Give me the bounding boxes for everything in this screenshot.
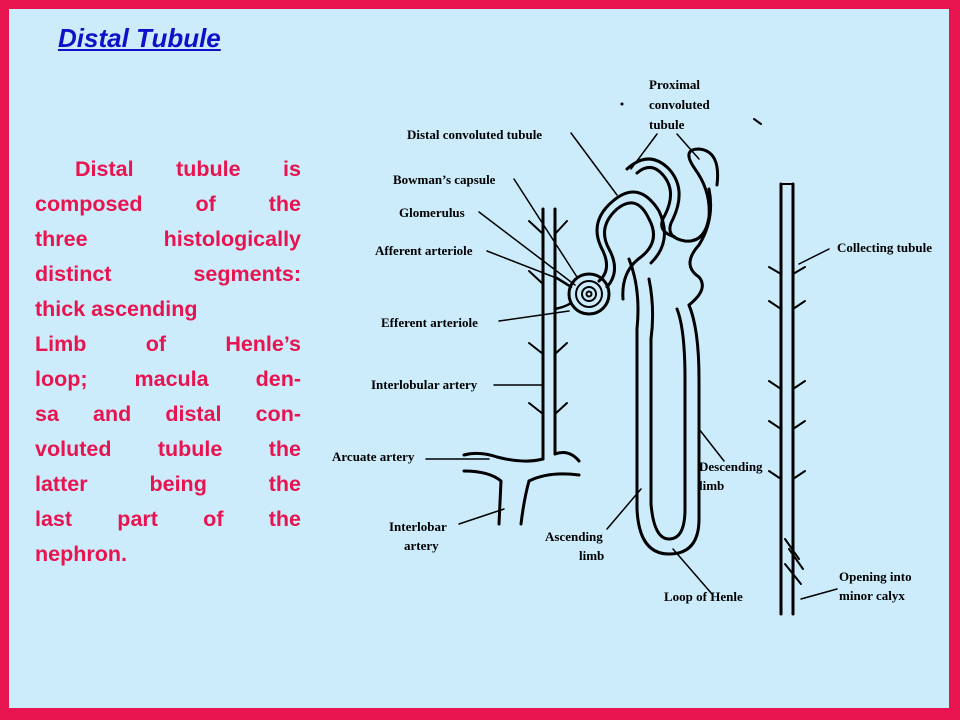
- label-descending-line2: limb: [699, 478, 724, 493]
- body-text: Distal tubule is composed of the three h…: [35, 152, 301, 572]
- body-line: three histologically: [35, 227, 301, 251]
- convoluted-tubules-shape: [595, 147, 720, 307]
- body-line: sa and distal con-: [35, 402, 301, 426]
- body-line: loop; macula den-: [35, 367, 301, 391]
- label-distal-convoluted-tubule: Distal convoluted tubule: [407, 127, 542, 142]
- label-opening-line1: Opening into: [839, 569, 912, 584]
- label-opening-line2: minor calyx: [839, 588, 905, 603]
- label-proximal-line3: tubule: [649, 117, 685, 132]
- label-afferent-arteriole: Afferent arteriole: [375, 243, 473, 258]
- label-collecting-tubule: Collecting tubule: [837, 240, 932, 255]
- label-descending-line1: Descending: [699, 459, 763, 474]
- collecting-tubule-shape: [768, 182, 806, 616]
- slide: Distal Tubule Distal tubule is composed …: [9, 9, 949, 708]
- label-arcuate-artery: Arcuate artery: [332, 449, 415, 464]
- artery-tree-shape: [462, 207, 581, 526]
- body-line: latter being the: [35, 472, 301, 496]
- body-line: voluted tubule the: [35, 437, 301, 461]
- label-interlobular-artery: Interlobular artery: [371, 377, 478, 392]
- label-glomerulus: Glomerulus: [399, 205, 465, 220]
- nephron-diagram: Proximal convoluted tubule Distal convol…: [332, 77, 932, 616]
- label-proximal-line2: convoluted: [649, 97, 710, 112]
- label-efferent-arteriole: Efferent arteriole: [381, 315, 478, 330]
- body-line: thick ascending: [35, 297, 198, 321]
- diagram-labels: Proximal convoluted tubule Distal convol…: [332, 77, 932, 604]
- body-line: composed of the: [35, 192, 301, 216]
- slide-title: Distal Tubule: [58, 23, 221, 53]
- label-ascending-line1: Ascending: [545, 529, 603, 544]
- body-line: distinct segments:: [35, 262, 301, 286]
- label-loop-of-henle: Loop of Henle: [664, 589, 743, 604]
- leader-lines: [425, 132, 838, 600]
- label-bowmans-capsule: Bowman’s capsule: [393, 172, 496, 187]
- label-interlobar-line2: artery: [404, 538, 439, 553]
- body-line: Limb of Henle’s: [35, 332, 301, 356]
- label-proximal-line1: Proximal: [649, 77, 700, 92]
- body-line: nephron.: [35, 542, 127, 566]
- body-line: last part of the: [35, 507, 301, 531]
- body-line: Distal tubule is: [75, 157, 301, 181]
- label-interlobar-line1: Interlobar: [389, 519, 447, 534]
- label-ascending-line2: limb: [579, 548, 604, 563]
- loop-of-henle-shape: [627, 257, 701, 556]
